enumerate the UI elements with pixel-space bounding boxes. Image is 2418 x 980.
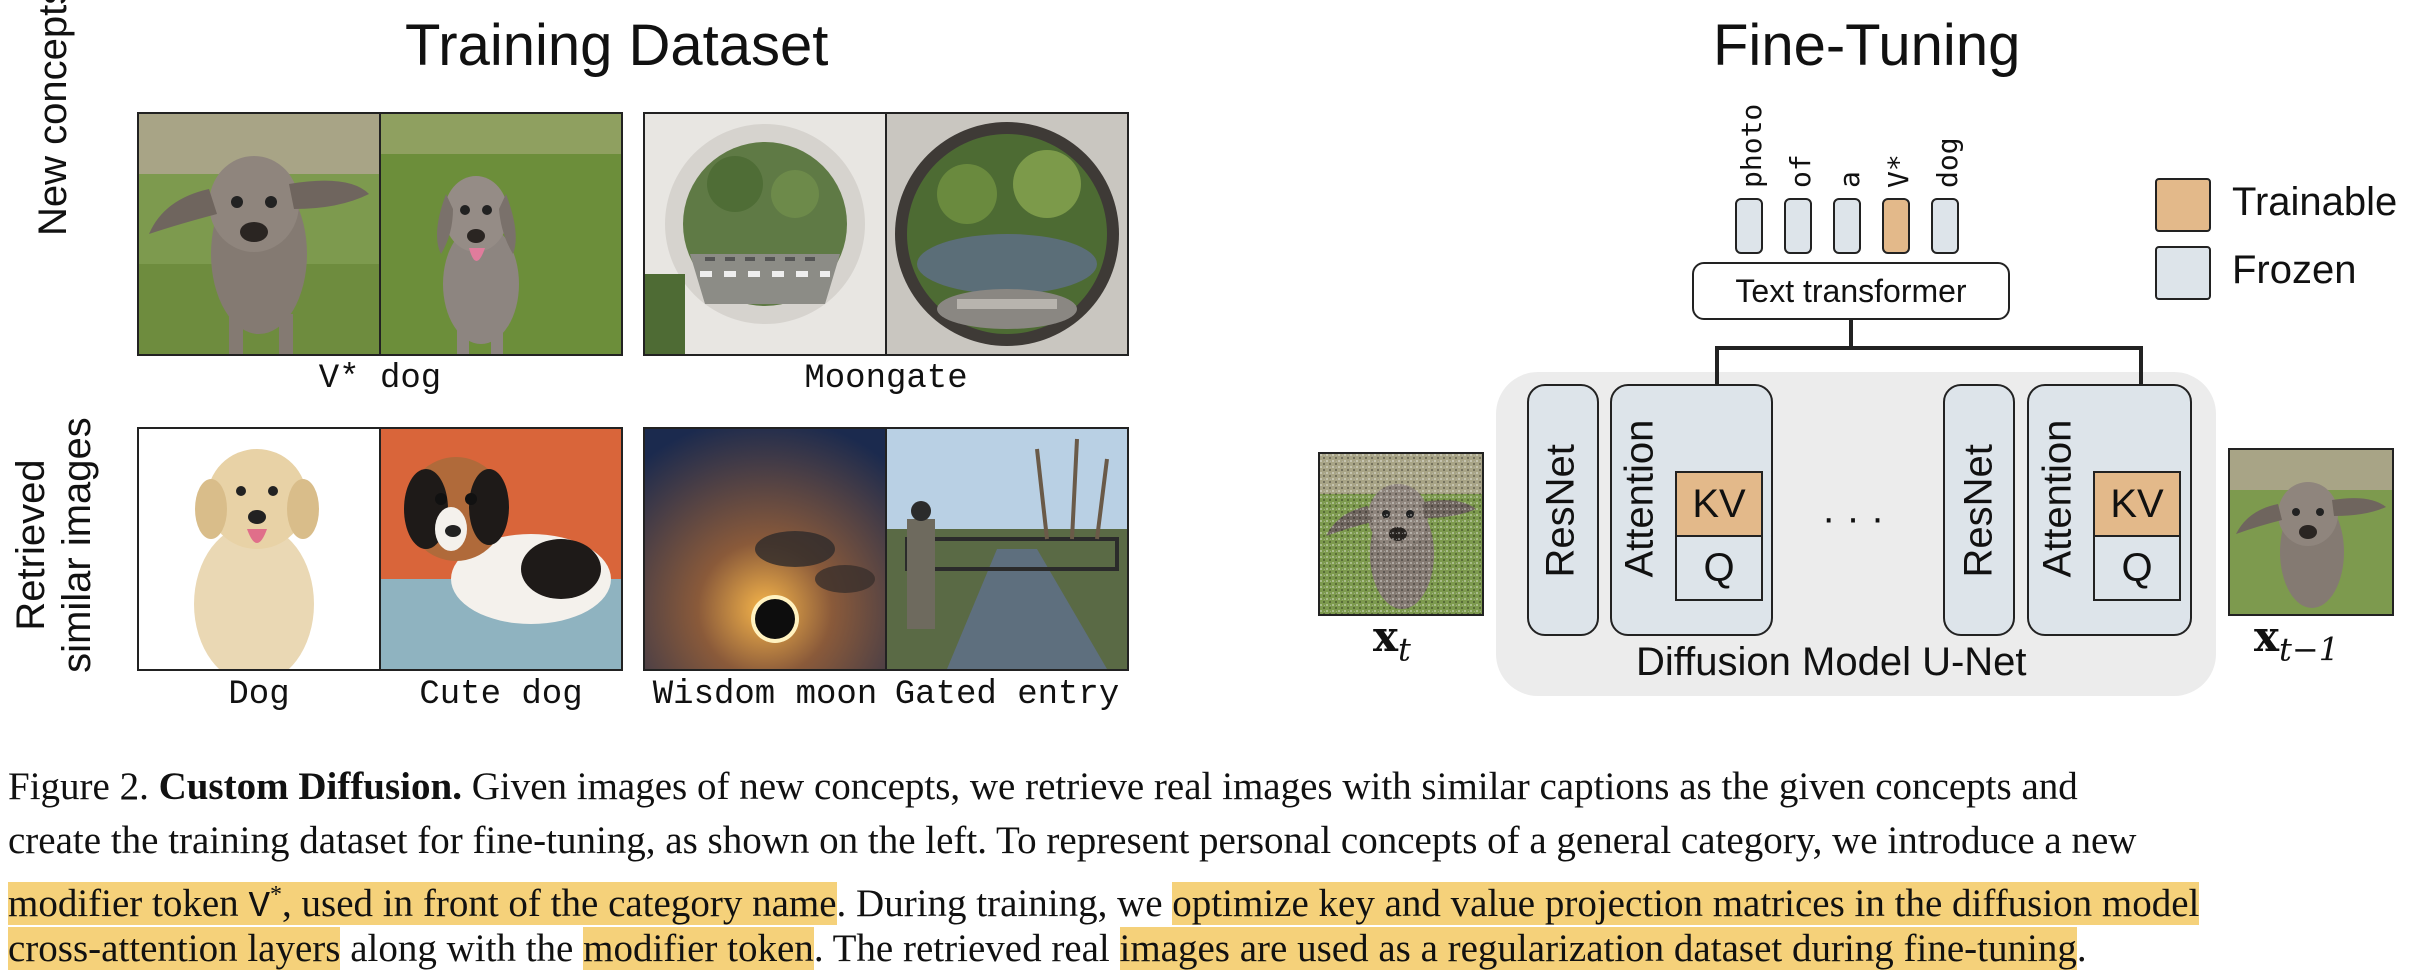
caption-gated-entry: Gated entry [894,676,1120,714]
caption-cute-dog: Cute dog [419,676,583,714]
highlight-modifier-token: modifier token V*, used in front of the … [8,882,837,927]
text-transformer-box: Text transformer [1692,262,2010,320]
moongate-photo-2 [885,112,1129,356]
denoised-output-image [2228,448,2394,616]
caption-v-dog: V* dog [318,360,442,398]
highlight-optimize-kv: optimize key and value projection matric… [1172,882,2200,925]
resnet-label-1: ResNet [1538,444,1583,578]
highlight-cross-attention: cross-attention layers [8,927,341,970]
retrieved-gated-entry-photo [885,427,1129,671]
concept-dog-photo-1 [137,112,381,356]
highlight-modifier-token-2: modifier token [583,927,814,970]
caption-dog: Dog [228,676,290,714]
caption-line-1: Figure 2. Custom Diffusion. Given images… [8,765,2078,808]
legend-trainable-swatch [2155,178,2211,232]
kv-box-1: KV [1675,471,1763,537]
row-label-retrieved: Retrieved similar images [9,417,99,673]
x-t-label: xt [1373,612,1411,669]
fine-tuning-title: Fine-Tuning [1713,13,2021,78]
legend-trainable-label: Trainable [2232,180,2398,224]
retrieved-wisdom-moon-photo [643,427,887,671]
retrieved-dog-photo [137,427,381,671]
text-transformer-label: Text transformer [1735,272,1967,309]
legend-frozen-swatch [2155,246,2211,300]
attention-label-1: Attention [1617,419,1662,578]
resnet-block-1 [1527,384,1599,636]
caption-wisdom-moon: Wisdom moon [652,676,878,714]
x-t-minus-1-label: xt−1 [2254,612,2340,669]
highlight-regularization: images are used as a regularization data… [1119,927,2077,970]
resnet-block-2 [1943,384,2015,636]
figure-caption: Figure 2. Custom Diffusion. Given images… [8,760,2410,976]
unet-label: Diffusion Model U-Net [1636,640,2027,684]
moongate-photo-1 [643,112,887,356]
caption-line-3: modifier token V*, used in front of the … [8,882,2200,927]
training-dataset-title: Training Dataset [405,13,829,78]
row-label-new-concepts: New concepts [31,0,75,236]
caption-moongate: Moongate [804,360,968,398]
ellipsis: · · · [1822,496,1885,540]
caption-line-2: create the training dataset for fine-tun… [8,819,2137,862]
legend-frozen-label: Frozen [2232,248,2357,292]
resnet-label-2: ResNet [1956,444,2001,578]
concept-dog-photo-2 [379,112,623,356]
q-box-1: Q [1675,535,1763,601]
kv-box-2: KV [2093,471,2181,537]
caption-line-4: cross-attention layers along with the mo… [8,927,2087,970]
noisy-input-image [1318,452,1484,616]
attention-label-2: Attention [2035,419,2080,578]
q-box-2: Q [2093,535,2181,601]
retrieved-cute-dog-photo [379,427,623,671]
